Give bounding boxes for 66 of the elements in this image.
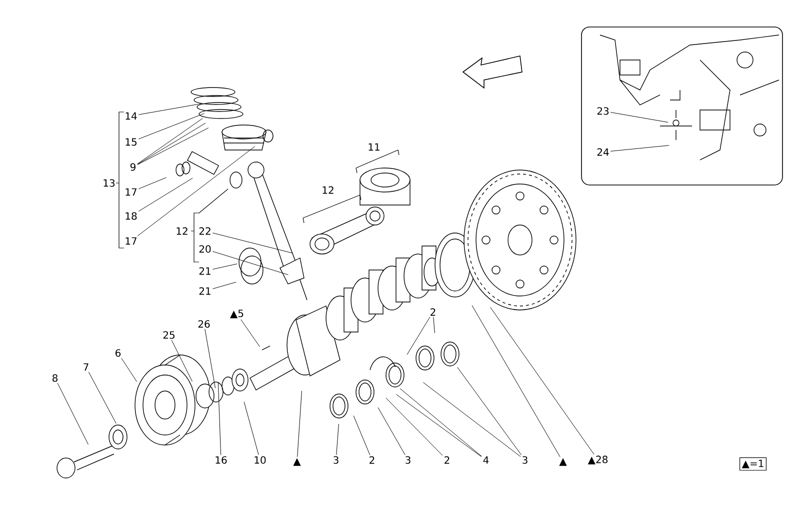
callout-number: 20	[199, 245, 211, 253]
callout-number: 10	[254, 456, 266, 464]
leader-line	[610, 112, 668, 123]
callout-number: 2	[370, 456, 374, 464]
leader-line	[212, 232, 292, 254]
leader-line	[137, 146, 256, 236]
legend-key: ▲=1	[740, 457, 767, 471]
leader-line	[138, 177, 167, 190]
leader-line	[57, 382, 88, 445]
callout-number: 26	[198, 320, 210, 328]
leader-line	[336, 424, 339, 456]
callout-number: 11	[368, 143, 380, 151]
callout-number: 3	[406, 456, 410, 464]
callout-number: 8	[52, 374, 58, 382]
leader-line	[212, 282, 236, 290]
callout-number: 25	[163, 331, 174, 339]
callout-number: 3	[334, 456, 338, 464]
callout-number: 13	[104, 179, 115, 187]
callout-number: 21	[199, 287, 210, 295]
leader-line	[378, 407, 406, 456]
callout-number: 7	[84, 363, 88, 371]
callout-number: 18	[126, 212, 137, 220]
leader-line	[138, 178, 193, 212]
callout-number: 17	[126, 237, 137, 245]
callout-number: 15	[126, 138, 136, 146]
callout-number: 12	[176, 227, 188, 235]
leader-line	[422, 382, 521, 457]
callout-number: ▲	[559, 458, 567, 466]
leader-line	[457, 366, 522, 456]
callout-number: 22	[199, 227, 210, 235]
callout-number: ▲	[293, 458, 301, 466]
leader-line	[610, 145, 670, 152]
callout-number: 14	[126, 112, 137, 120]
leader-line	[212, 251, 288, 276]
callout-number: ▲28	[588, 456, 608, 464]
callout-number: 3	[522, 456, 528, 464]
leader-line	[138, 103, 202, 115]
callout-number: 9	[130, 163, 136, 171]
callout-number: 23	[597, 107, 609, 115]
leader-line	[88, 372, 116, 424]
leader-line	[433, 316, 435, 334]
callout-number: 2	[444, 456, 450, 464]
leader-line	[472, 305, 560, 458]
leader-line	[490, 307, 594, 455]
inset-frame	[581, 26, 783, 186]
leader-line	[171, 340, 192, 382]
callout-number: ▲5	[230, 310, 244, 318]
callout-number: 2	[430, 308, 436, 316]
callout-number: 6	[116, 349, 121, 357]
leader-line	[386, 398, 443, 456]
leader-line	[240, 319, 260, 347]
leader-line	[204, 328, 216, 388]
callout-number: 16	[216, 456, 227, 464]
leader-line	[406, 316, 430, 355]
leader-line	[244, 402, 259, 456]
leader-line	[353, 415, 370, 456]
leader-line	[212, 264, 238, 270]
leader-line	[218, 382, 222, 456]
leader-line	[297, 390, 302, 458]
callout-number: 17	[126, 188, 137, 196]
callout-number: 4	[483, 456, 489, 464]
callout-number: 12	[322, 186, 334, 194]
leader-line	[138, 113, 205, 140]
callout-number: 21	[199, 267, 210, 275]
leader-line	[121, 358, 138, 382]
callout-number: 24	[597, 148, 609, 156]
